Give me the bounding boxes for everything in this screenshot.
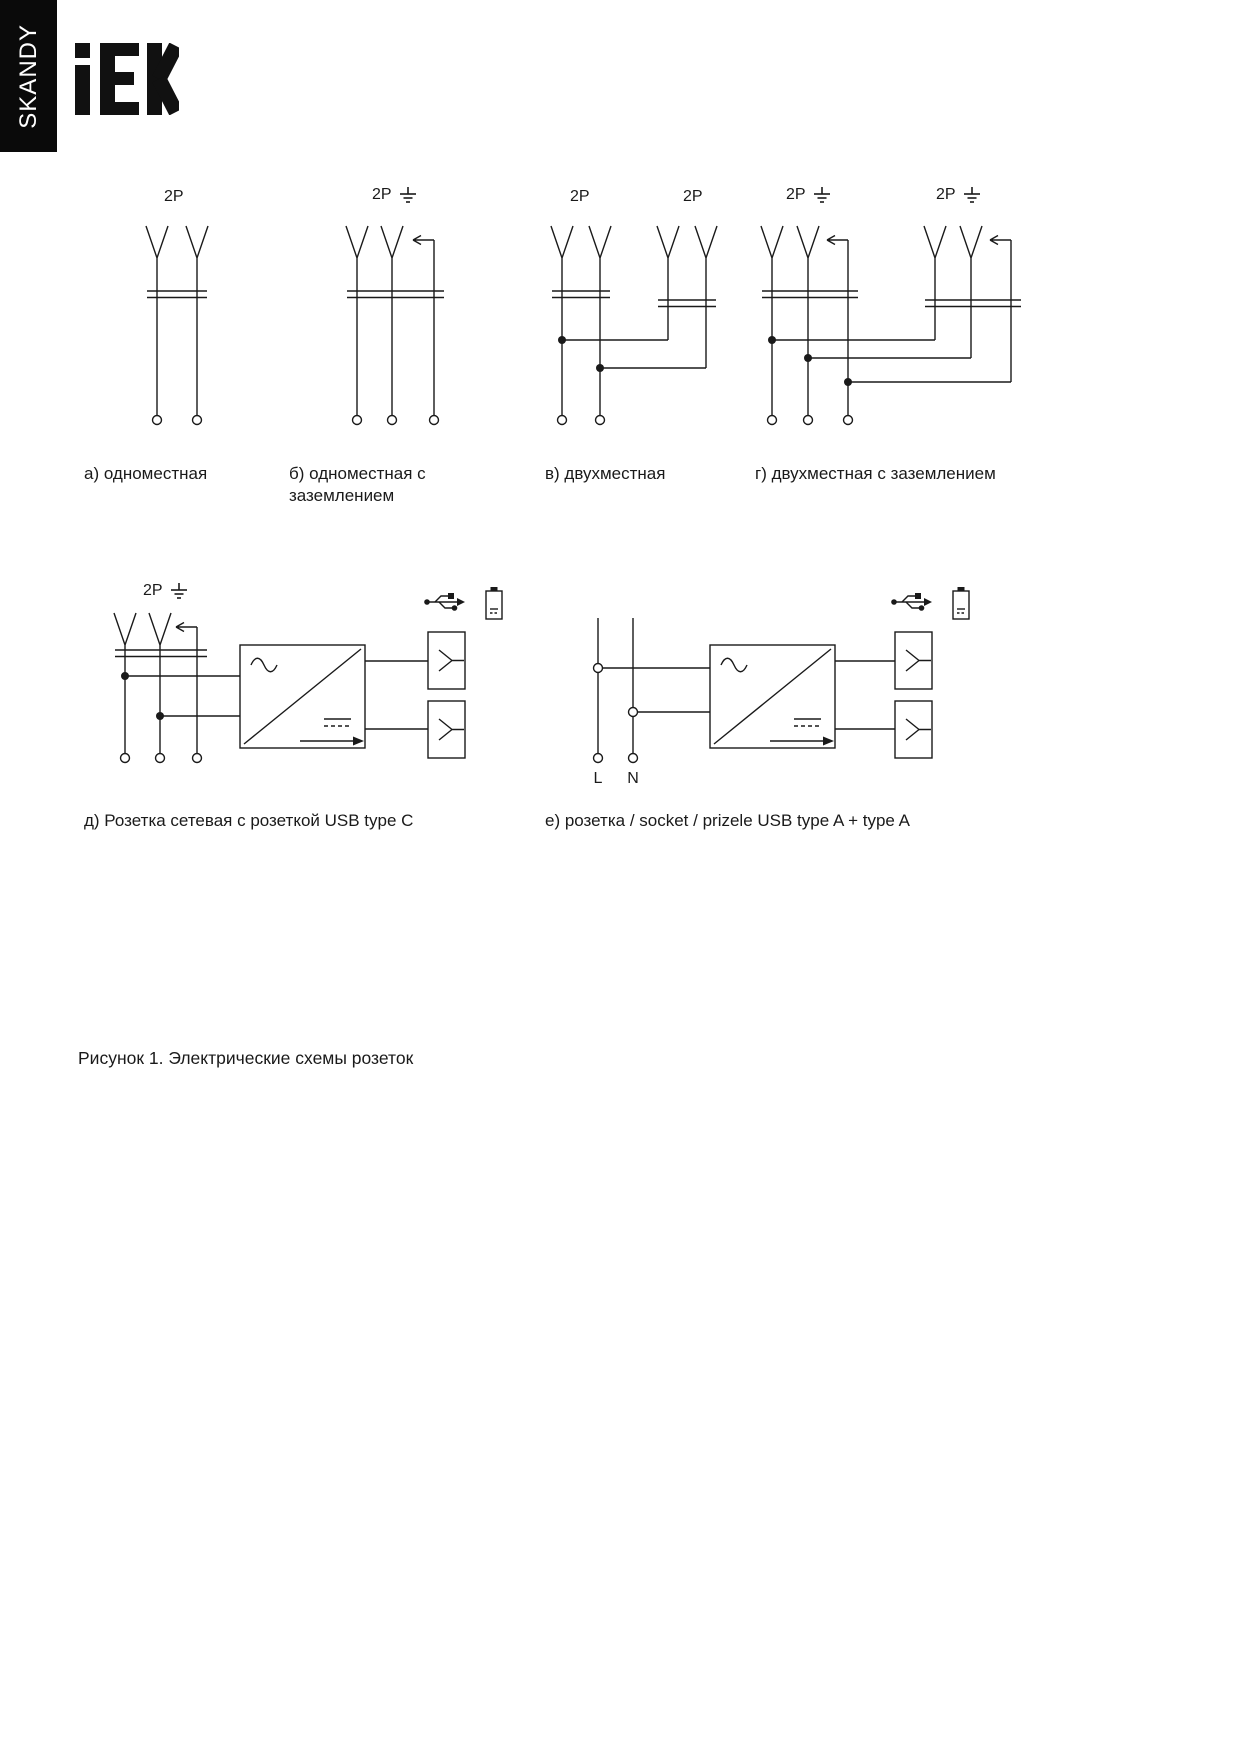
- port-contact: [905, 718, 931, 741]
- pole-label-g-left: 2P: [786, 185, 831, 204]
- port-contact: [438, 649, 464, 672]
- terminal-circle: [191, 414, 203, 426]
- ground-contact-arrow: [175, 621, 198, 753]
- iek-logo: [75, 42, 183, 120]
- socket-contact: [145, 225, 169, 415]
- usb-port-box: [894, 631, 933, 690]
- figure-caption: Рисунок 1. Электрические схемы розеток: [78, 1048, 414, 1068]
- junction-dot: [804, 354, 812, 362]
- socket-contact: [923, 225, 947, 340]
- terminal-circle: [191, 752, 203, 764]
- socket-contact: [959, 225, 983, 358]
- caption-d: д) Розетка сетевая с розеткой USB type C: [84, 811, 414, 830]
- socket-contact: [185, 225, 209, 415]
- socket-contact: [380, 225, 404, 415]
- pole-label-b: 2P: [372, 185, 417, 204]
- terminal-circle: [842, 414, 854, 426]
- pole-label-d: 2P: [143, 581, 188, 600]
- ground-icon: [813, 187, 830, 203]
- caption-a: а) одноместная: [84, 464, 208, 483]
- terminal-circle: [627, 752, 639, 764]
- junction-dot: [156, 712, 164, 720]
- pole-label-v-left: 2P: [570, 187, 590, 206]
- pole-label-text: 2P: [570, 188, 590, 205]
- pole-label-text: 2P: [143, 582, 163, 599]
- usb-icon: [423, 592, 466, 612]
- caption-v: в) двухместная: [545, 464, 666, 483]
- pole-label-text: 2P: [786, 186, 806, 203]
- ground-icon: [399, 187, 416, 203]
- converter-box: [709, 644, 836, 749]
- junction-dot: [121, 672, 129, 680]
- port-contact: [438, 718, 464, 741]
- flow-arrowhead: [353, 736, 364, 746]
- terminal-circle: [592, 662, 604, 674]
- pole-label-text: 2P: [372, 186, 392, 203]
- socket-contact: [345, 225, 369, 415]
- socket-contact: [796, 225, 820, 415]
- pole-label-v-right: 2P: [683, 187, 703, 206]
- pole-label-text: 2P: [164, 188, 184, 205]
- terminal-circle: [592, 752, 604, 764]
- terminal-circle: [386, 414, 398, 426]
- junction-dot: [596, 364, 604, 372]
- converter-box: [239, 644, 366, 749]
- brand-tab: SKANDY: [0, 0, 57, 152]
- socket-contact: [656, 225, 680, 340]
- terminal-circle: [154, 752, 166, 764]
- terminal-circle: [627, 706, 639, 718]
- pole-label-a: 2P: [164, 187, 184, 206]
- ac-wave-symbol: [250, 657, 278, 673]
- socket-contact: [550, 225, 574, 415]
- socket-contact: [694, 225, 718, 368]
- ground-icon: [963, 187, 980, 203]
- pole-label-text: 2P: [936, 186, 956, 203]
- usb-port-box: [894, 700, 933, 759]
- junction-dot: [768, 336, 776, 344]
- terminal-circle: [556, 414, 568, 426]
- terminal-label-l: L: [593, 770, 603, 787]
- junction-dot: [558, 336, 566, 344]
- port-contact: [905, 649, 931, 672]
- socket-contact: [588, 225, 612, 415]
- usb-icon: [890, 592, 933, 612]
- terminal-circle: [119, 752, 131, 764]
- terminal-circle: [351, 414, 363, 426]
- caption-b: б) одноместная с заземлением: [289, 464, 426, 505]
- ground-icon: [170, 583, 187, 599]
- terminal-circle: [766, 414, 778, 426]
- terminal-label-n: N: [627, 770, 639, 787]
- socket-contact: [760, 225, 784, 415]
- pole-label-text: 2P: [683, 188, 703, 205]
- schematic-double-socket-grounded: [760, 225, 1021, 426]
- terminal-circle: [428, 414, 440, 426]
- terminal-circle: [594, 414, 606, 426]
- battery-icon: [952, 586, 970, 620]
- ground-contact-arrow: [412, 234, 435, 415]
- flow-arrowhead: [823, 736, 834, 746]
- schematic-socket-usb-type-c: [113, 586, 503, 764]
- caption-g: г) двухместная с заземлением: [755, 464, 996, 483]
- battery-icon: [485, 586, 503, 620]
- socket-contact: [148, 612, 172, 753]
- schematic-single-socket: [145, 225, 209, 426]
- schematics-canvas: [113, 225, 1021, 764]
- caption-e: е) розетка / socket / prizele USB type A…: [545, 811, 911, 830]
- usb-port-box: [427, 700, 466, 759]
- schematic-socket-usb-type-a: [592, 586, 970, 764]
- schematic-double-socket: [550, 225, 718, 426]
- socket-contact: [113, 612, 137, 753]
- usb-port-box: [427, 631, 466, 690]
- ac-wave-symbol: [720, 657, 748, 673]
- ground-contact-arrow: [989, 234, 1012, 382]
- terminal-circle: [151, 414, 163, 426]
- junction-dot: [844, 378, 852, 386]
- pole-label-g-right: 2P: [936, 185, 981, 204]
- iek-logo-graphic: [75, 42, 183, 116]
- ground-contact-arrow: [826, 234, 849, 415]
- schematic-single-socket-grounded: [345, 225, 444, 426]
- terminal-circle: [802, 414, 814, 426]
